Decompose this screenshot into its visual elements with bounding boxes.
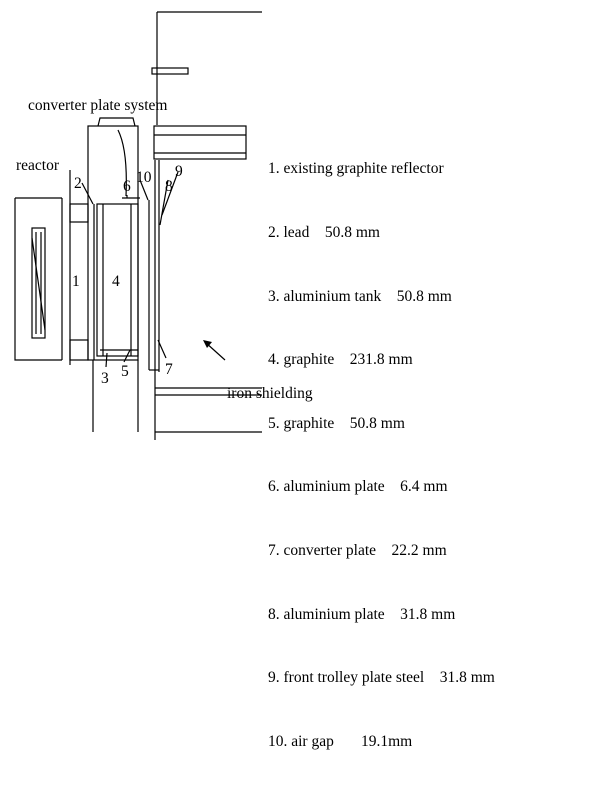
label-converter-system: converter plate system: [28, 97, 167, 114]
converter-system-top: [97, 117, 136, 127]
label-3: 3: [101, 370, 109, 387]
legend-item: 8. aluminium plate 31.8 mm: [268, 605, 456, 623]
aluminium-tank: [96, 203, 139, 357]
leader-5: [123, 349, 131, 363]
leader-9: [161, 171, 179, 216]
legend-item: 6. aluminium plate 6.4 mm: [268, 478, 448, 496]
leader-7: [157, 339, 167, 359]
leader-8: [159, 179, 169, 226]
legend-item: 5. graphite 50.8 mm: [268, 414, 405, 432]
leader-10: [139, 179, 149, 201]
reflector-notch-top: [69, 203, 89, 223]
label-4: 4: [112, 273, 120, 290]
label-8: 8: [165, 178, 173, 195]
label-5: 5: [121, 363, 129, 380]
legend-item: 1. existing graphite reflector: [268, 160, 444, 178]
reflector-notch-bottom: [69, 339, 89, 361]
label-10: 10: [136, 169, 152, 186]
label-1: 1: [72, 273, 80, 290]
label-7: 7: [165, 361, 173, 378]
lift-cable: [117, 129, 127, 197]
rod-flange: [151, 67, 189, 75]
legend-item: 4. graphite 231.8 mm: [268, 351, 413, 369]
label-9: 9: [175, 163, 183, 180]
legend-item: 2. lead 50.8 mm: [268, 224, 380, 242]
legend: 1. existing graphite reflector 2. lead 5…: [268, 116, 495, 795]
diagram: converter plate system reactor iron shie…: [14, 11, 495, 750]
legend-item: 9. front trolley plate steel 31.8 mm: [268, 669, 495, 687]
label-6: 6: [123, 178, 131, 195]
label-2: 2: [74, 175, 82, 192]
leader-3: [105, 352, 108, 368]
fuel-hatch: [31, 237, 46, 331]
iron-arrow-head: [203, 340, 212, 348]
label-iron-shielding: iron shielding: [227, 385, 313, 402]
graphite-reflector-block: [153, 125, 247, 160]
schematic-drawing: converter plate system reactor iron shie…: [14, 11, 313, 440]
reactor-wall: [14, 198, 62, 361]
legend-item: 7. converter plate 22.2 mm: [268, 542, 447, 560]
legend-item: 10. air gap 19.1mm: [268, 732, 413, 750]
fuel-element: [31, 227, 46, 339]
legend-item: 3. aluminium tank 50.8 mm: [268, 287, 452, 305]
leader-2: [81, 182, 94, 205]
label-reactor: reactor: [16, 157, 60, 174]
